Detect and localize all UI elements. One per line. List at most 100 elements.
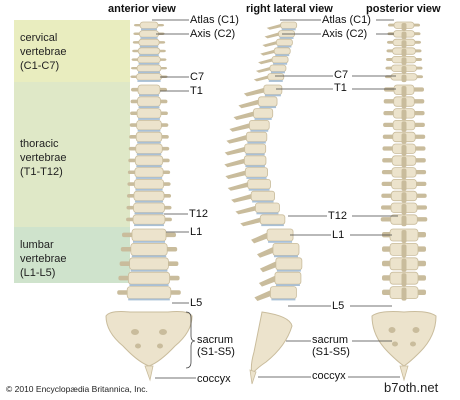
anterior-vertebra	[135, 131, 163, 143]
anterior-disc	[129, 284, 169, 286]
lumbar-region-label: lumbar vertebrae (L1-L5)	[20, 238, 66, 280]
posterior-spinous-process	[401, 180, 407, 191]
thoracic-line-2: vertebrae	[20, 152, 67, 164]
lateral-vertebra	[258, 96, 278, 107]
lateral-spinous-process	[262, 41, 277, 47]
posterior-spinous-process	[401, 273, 407, 287]
posterior-spinous-process	[401, 204, 407, 215]
lateral-spinous-process	[229, 123, 250, 132]
center-coccyx-label: coccyx	[197, 373, 231, 385]
right-l1-label: L1	[332, 229, 345, 241]
anterior-disc	[134, 224, 164, 227]
right-coccyx-label: coccyx	[312, 370, 346, 382]
lateral-disc	[273, 62, 288, 65]
anterior-disc	[136, 165, 162, 168]
anterior-vertebra	[126, 286, 172, 300]
right-axis-label: Axis (C2)	[322, 28, 368, 40]
copyright-notice: © 2010 Encyclopædia Britannica, Inc.	[6, 384, 148, 394]
lateral-vertebra	[244, 167, 268, 178]
anterior-vertebra	[135, 143, 163, 154]
lateral-spinous-process	[224, 146, 245, 156]
anterior-disc	[136, 153, 162, 156]
anterior-vertebra	[137, 96, 161, 107]
lateral-vertebra	[280, 21, 298, 29]
posterior-spinous-process	[401, 23, 407, 31]
center-c7-label: C7	[190, 71, 205, 83]
anterior-sacral-foramen	[159, 329, 167, 335]
anterior-vertebra	[130, 242, 168, 256]
lateral-disc	[250, 129, 269, 132]
lateral-disc	[273, 255, 298, 258]
anterior-disc	[140, 37, 158, 39]
lateral-vertebra	[272, 242, 300, 256]
leader-lines	[152, 19, 400, 379]
lateral-spinous-process	[251, 232, 268, 244]
lateral-sacrum	[250, 311, 293, 376]
anterior-disc	[137, 129, 161, 132]
posterior-spinous-process	[401, 109, 407, 121]
anterior-vertebra	[136, 64, 162, 72]
lateral-disc	[252, 200, 274, 203]
center-t12-label: T12	[189, 208, 208, 220]
thoracic-region-label: thoracic vertebrae (T1-T12)	[20, 137, 66, 179]
anterior-disc	[137, 141, 161, 144]
anterior-spine-drawing	[105, 21, 193, 382]
lateral-spinous-process	[266, 23, 281, 30]
posterior-spinous-process	[401, 31, 407, 40]
posterior-spinous-process	[401, 57, 407, 65]
center-axis-label: Axis (C2)	[190, 28, 236, 40]
anterior-disc	[134, 212, 164, 215]
lateral-spinous-process	[264, 32, 279, 39]
lateral-spinous-process	[225, 170, 246, 179]
posterior-spine-drawing	[371, 21, 437, 382]
lateral-disc	[270, 71, 285, 74]
lumbar-line-1: lumbar	[20, 239, 54, 251]
posterior-spinous-process	[401, 133, 407, 144]
anterior-vertebra	[136, 108, 162, 119]
anterior-disc	[133, 241, 165, 243]
anterior-disc	[138, 62, 160, 65]
anterior-disc	[135, 177, 163, 179]
lateral-spinous-process	[256, 247, 273, 258]
lateral-vertebra	[269, 64, 287, 72]
lateral-disc	[261, 224, 284, 227]
lateral-disc	[254, 118, 272, 120]
anterior-vertebra	[139, 21, 159, 29]
right-t1-label: T1	[334, 82, 347, 94]
thoracic-line-1: thoracic	[20, 138, 59, 150]
anterior-disc	[139, 45, 159, 48]
posterior-spinous-process	[401, 156, 407, 168]
posterior-spinous-process	[401, 215, 407, 227]
cervical-region-label: cervical vertebrae (C1-C7)	[20, 31, 66, 73]
anterior-disc	[138, 71, 160, 74]
right-sacrum-label: sacrum (S1-S5)	[312, 334, 350, 358]
lateral-spinous-process	[235, 205, 256, 215]
lumbar-line-2: vertebrae	[20, 253, 67, 265]
anterior-sacral-foramen	[157, 343, 163, 349]
posterior-sacral-foramen	[410, 341, 416, 347]
anterior-vertebra	[133, 202, 165, 213]
anterior-vertebra	[135, 73, 162, 81]
lateral-spinous-process	[253, 75, 268, 82]
posterior-spinous-process	[401, 145, 407, 156]
anterior-vertebra	[129, 257, 169, 271]
anterior-sacral-foramen	[135, 343, 141, 349]
anterior-vertebra	[134, 155, 164, 166]
lateral-disc	[281, 28, 296, 31]
posterior-sacral-foramen	[392, 341, 398, 347]
lateral-vertebra	[250, 190, 275, 202]
posterior-spinous-process	[401, 244, 407, 258]
lateral-vertebra	[253, 108, 274, 119]
lumbar-region-band: lumbar vertebrae (L1-L5)	[14, 227, 130, 283]
lateral-vertebra	[269, 286, 297, 300]
lateral-spinous-process	[243, 87, 264, 97]
anterior-disc	[130, 269, 168, 272]
right-sacrum-line-2: (S1-S5)	[312, 346, 350, 358]
center-l1-label: L1	[190, 226, 203, 238]
lateral-disc	[275, 54, 290, 57]
center-l5-label: L5	[190, 297, 203, 309]
lateral-disc	[276, 269, 301, 272]
lateral-disc	[259, 106, 277, 109]
lateral-spinous-process	[233, 111, 254, 120]
lateral-spinous-process	[258, 58, 273, 65]
